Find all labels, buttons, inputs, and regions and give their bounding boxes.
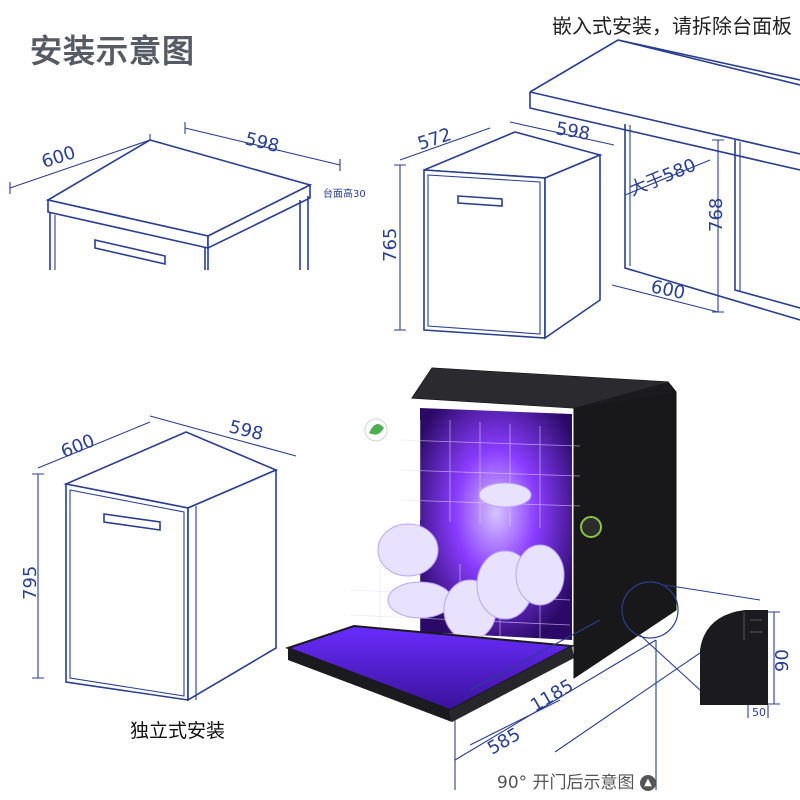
builtin-caption: 嵌入式安装，请拆除台面板: [552, 14, 792, 38]
detail-base-label: 50: [752, 706, 766, 719]
detail-height-label: 90: [772, 649, 793, 672]
top-unit-note-label: 台面高30: [323, 187, 366, 200]
builtin-width-label: 598: [554, 118, 591, 145]
top-unit-width-label: 598: [243, 128, 281, 157]
open-dishwasher-illustration: [285, 367, 677, 722]
freestanding-depth-label: 600: [58, 430, 98, 462]
builtin-depth-label: 572: [415, 124, 454, 155]
open-door-caption-text: 90° 开门后示意图: [497, 773, 635, 793]
freestanding-drawing: 600 598 795: [20, 415, 297, 702]
freestanding-height-label: 795: [20, 566, 41, 600]
freestanding-caption: 独立式安装: [130, 720, 226, 742]
freestanding-width-label: 598: [227, 416, 265, 445]
cabinet-height-label: 768: [706, 198, 727, 232]
open-depth-label: 1185: [527, 675, 577, 716]
top-unit-drawing: 600 598 台面高30: [9, 122, 366, 270]
page-title: 安装示意图: [30, 32, 196, 70]
builtin-drawing: 572 598 765 大于580 600 768: [380, 39, 800, 340]
builtin-height-label: 765: [380, 228, 401, 262]
triangle-up-icon: ▲: [639, 775, 656, 791]
open-door-caption: 90° 开门后示意图 ▲: [497, 768, 656, 793]
cabinet-depth-label: 大于580: [626, 155, 699, 201]
top-unit-depth-label: 600: [39, 142, 78, 173]
open-base-depth-label: 585: [484, 724, 524, 759]
cabinet-width-label: 600: [649, 276, 687, 304]
